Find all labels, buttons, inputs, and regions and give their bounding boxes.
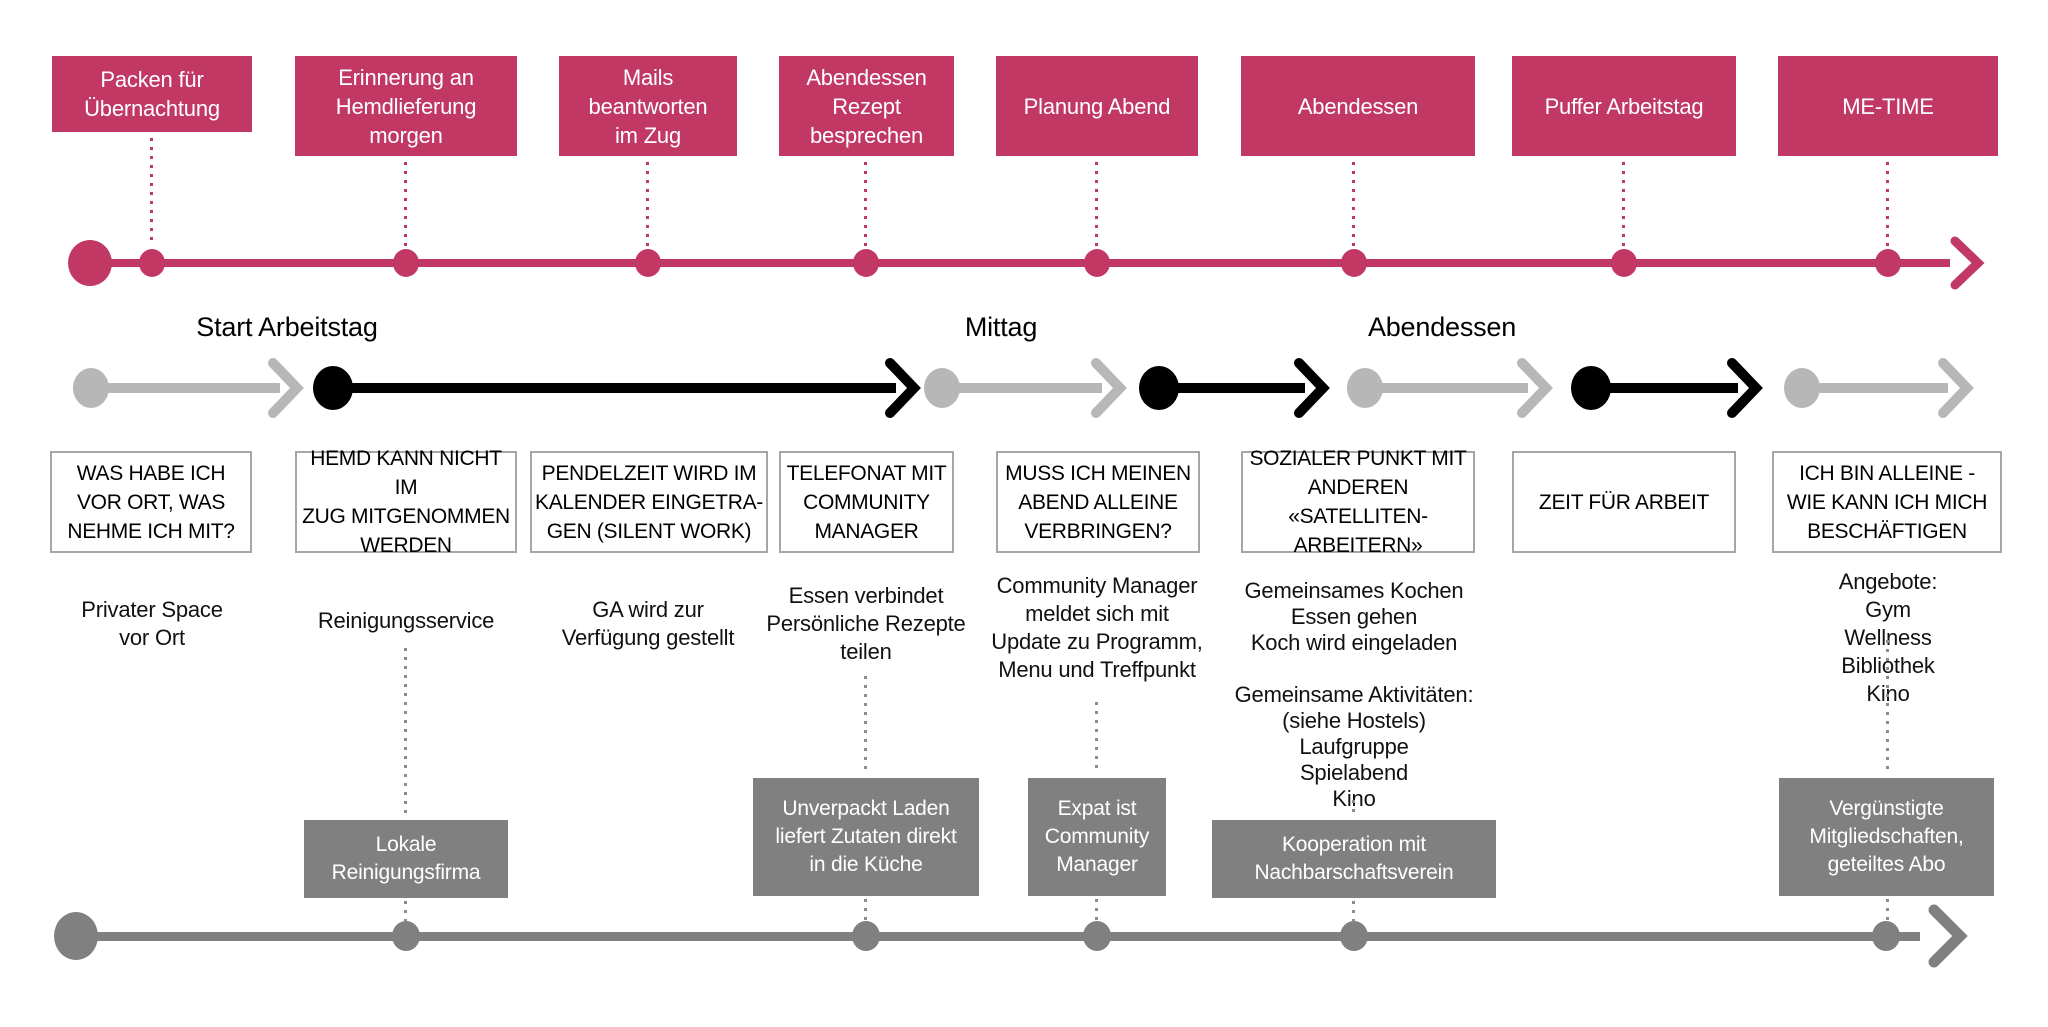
phase-dot-gray-1 (73, 368, 109, 408)
event-connector-2 (404, 162, 407, 246)
phase-dot-gray-2 (924, 368, 960, 408)
solution-connector-bottom-8 (1886, 899, 1889, 921)
bottom-timeline (74, 932, 1920, 941)
pink-timeline-dot-7 (1611, 249, 1637, 277)
pink-arrowhead-icon (1950, 236, 1985, 290)
solution-connector-bottom-4 (864, 899, 867, 921)
event-connector-8 (1886, 162, 1889, 246)
phase-dot-black-3 (1571, 366, 1611, 410)
event-box-4: Abendessen Rezept besprechen (779, 56, 954, 156)
event-box-3: Mails beantworten im Zug (559, 56, 737, 156)
phase-segment-gray-4 (1802, 383, 1948, 393)
gray-arrowhead-icon-1 (268, 358, 304, 418)
note-text-4: Essen verbindet Persönliche Rezepte teil… (766, 583, 966, 664)
solution-box-5: Expat ist Community Manager (1028, 778, 1166, 896)
event-box-8: ME-TIME (1778, 56, 1998, 156)
question-box-2: HEMD KANN NICHT IM ZUG MITGENOMMEN WERDE… (295, 447, 517, 557)
event-connector-3 (646, 162, 649, 246)
solution-connector-top-2 (404, 648, 407, 816)
black-arrowhead-icon-1 (885, 358, 921, 418)
phase-dot-black-2 (1139, 366, 1179, 410)
pink-timeline-dot-4 (853, 249, 879, 277)
pink-timeline-dot-6 (1341, 249, 1367, 277)
event-box-7: Puffer Arbeitstag (1512, 56, 1736, 156)
black-arrowhead-icon-3 (1727, 358, 1763, 418)
event-box-1: Packen für Übernachtung (52, 56, 252, 132)
question-box-8: ICH BIN ALLEINE - WIE KANN ICH MICH BESC… (1772, 451, 2002, 553)
event-connector-7 (1622, 162, 1625, 246)
note-text-2: Reinigungsservice (317, 608, 495, 633)
gray-arrowhead-icon-4 (1938, 358, 1974, 418)
event-connector-5 (1095, 162, 1098, 246)
pink-timeline-dot-8 (1875, 249, 1901, 277)
bottom-arrowhead-icon (1928, 904, 1968, 968)
solution-connector-bottom-6 (1352, 901, 1355, 921)
phase-label-noon: Mittag (964, 312, 1038, 342)
bottom-timeline-dot-5 (1083, 921, 1111, 951)
event-connector-1 (150, 138, 153, 246)
note-text-5: Community Manager meldet sich mit Update… (991, 573, 1203, 682)
bottom-timeline-dot-6 (1340, 921, 1368, 951)
solution-box-6: Kooperation mit Nachbarschaftsverein (1212, 820, 1496, 898)
solution-connector-top-6 (1352, 800, 1355, 817)
solution-box-8: Vergünstigte Mitgliedschaften, geteiltes… (1779, 778, 1994, 896)
gray-arrowhead-icon-2 (1091, 358, 1127, 418)
solution-connector-bottom-5 (1095, 899, 1098, 921)
phase-dot-black-1 (313, 366, 353, 410)
solution-connector-bottom-2 (404, 901, 407, 921)
event-box-2: Erinnerung an Hemdlieferung morgen (295, 56, 517, 156)
gray-arrowhead-icon-3 (1517, 358, 1553, 418)
bottom-timeline-dot-2 (392, 921, 420, 951)
question-box-3: PENDELZEIT WIRD IM KALENDER EINGETRA- GE… (530, 451, 768, 553)
solution-connector-top-8 (1886, 640, 1889, 774)
pink-timeline-dot-5 (1084, 249, 1110, 277)
note-text-1: Privater Space vor Ort (81, 597, 223, 650)
event-connector-6 (1352, 162, 1355, 246)
bottom-timeline-start-dot (54, 912, 98, 960)
solution-box-2: Lokale Reinigungsfirma (304, 820, 508, 898)
question-box-1: WAS HABE ICH VOR ORT, WAS NEHME ICH MIT? (50, 451, 252, 553)
phase-segment-gray-2 (942, 383, 1102, 393)
phase-dot-gray-4 (1784, 368, 1820, 408)
pink-timeline-dot-3 (635, 249, 661, 277)
note-text-3: GA wird zur Verfügung gestellt (561, 597, 735, 650)
event-connector-4 (864, 162, 867, 246)
solution-connector-top-4 (864, 676, 867, 774)
phase-segment-black-2 (1159, 383, 1305, 393)
black-arrowhead-icon-2 (1294, 358, 1330, 418)
question-box-6: SOZIALER PUNKT MIT ANDEREN «SATELLITEN- … (1241, 447, 1475, 557)
phase-dot-gray-3 (1347, 368, 1383, 408)
question-box-5: MUSS ICH MEINEN ABEND ALLEINE VERBRINGEN… (996, 451, 1200, 553)
phase-segment-gray-3 (1365, 383, 1528, 393)
phase-segment-gray-1 (91, 383, 280, 393)
question-box-4: TELEFONAT MIT COMMUNITY MANAGER (779, 451, 954, 553)
phase-segment-black-1 (333, 383, 896, 393)
phase-label-start: Start Arbeitstag (196, 312, 378, 342)
event-box-6: Abendessen (1241, 56, 1475, 156)
pink-timeline-dot-1 (139, 249, 165, 277)
event-box-5: Planung Abend (996, 56, 1198, 156)
question-box-7: ZEIT FÜR ARBEIT (1512, 451, 1736, 553)
pink-timeline (88, 259, 1950, 267)
phase-label-evening: Abendessen (1367, 312, 1517, 342)
bottom-timeline-dot-4 (852, 921, 880, 951)
pink-timeline-dot-2 (393, 249, 419, 277)
pink-timeline-start-dot (68, 240, 112, 286)
solution-box-4: Unverpackt Laden liefert Zutaten direkt … (753, 778, 979, 896)
note-text-6: Gemeinsames Kochen Essen gehen Koch wird… (1234, 578, 1474, 811)
bottom-timeline-dot-8 (1872, 921, 1900, 951)
solution-connector-top-5 (1095, 702, 1098, 774)
phase-segment-black-3 (1591, 383, 1738, 393)
